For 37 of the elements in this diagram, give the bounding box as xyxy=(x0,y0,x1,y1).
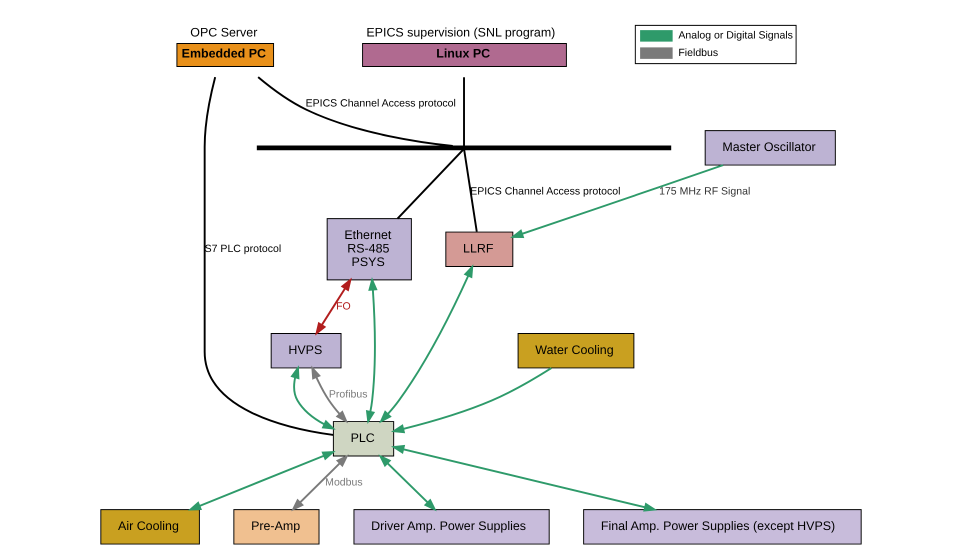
arrow xyxy=(378,454,436,512)
arrow xyxy=(187,450,336,511)
arrow xyxy=(378,264,473,424)
node-box: Final Amp. Power Supplies (except HVPS) xyxy=(582,509,862,545)
node-bar xyxy=(256,145,671,150)
node-label: EPICS supervision (SNL program) xyxy=(366,25,555,40)
edge-label: Profibus xyxy=(328,388,368,400)
edge-label: Modbus xyxy=(324,476,362,488)
edge-label: 175 MHz RF Signal xyxy=(658,186,750,198)
arrow xyxy=(310,366,348,424)
connector xyxy=(462,77,464,146)
node-box: Air Cooling xyxy=(100,509,200,545)
connector xyxy=(462,150,478,232)
node-box: Water Cooling xyxy=(517,333,634,368)
edge-label: EPICS Channel Access protocol xyxy=(305,98,456,110)
arrow xyxy=(290,454,348,512)
arrow xyxy=(365,277,378,424)
arrow xyxy=(390,367,552,434)
node-box: Ethernet RS-485 PSYS xyxy=(326,218,412,280)
node-box: Pre-Amp xyxy=(232,509,319,545)
node-box: Master Oscillator xyxy=(704,130,836,166)
node-label: OPC Server xyxy=(190,25,257,40)
connector xyxy=(203,76,333,436)
arrow xyxy=(390,444,657,512)
connector xyxy=(257,76,452,147)
connector xyxy=(396,149,464,220)
legend-label: Fieldbus xyxy=(678,46,718,59)
arrow xyxy=(510,164,723,238)
node-box: HVPS xyxy=(270,333,342,368)
node-box: LLRF xyxy=(444,232,513,267)
node-box: PLC xyxy=(332,421,394,456)
legend-label: Analog or Digital Signals xyxy=(678,30,792,42)
edge-label: S7 PLC protocol xyxy=(204,242,281,255)
edge-label: FO xyxy=(336,300,350,312)
node-box: Driver Amp. Power Supplies xyxy=(352,509,550,545)
arrow xyxy=(314,278,352,336)
arrow xyxy=(290,365,336,430)
